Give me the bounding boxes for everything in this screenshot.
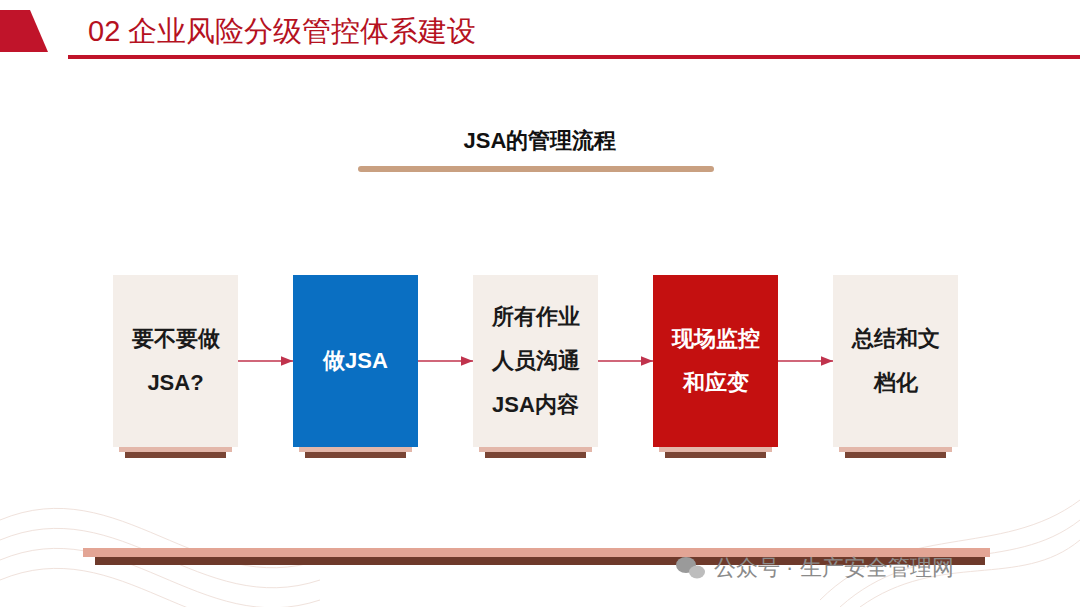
- subtitle-bar: [358, 166, 714, 172]
- header-tab: [0, 10, 48, 52]
- box-text: 要不要做 JSA?: [127, 317, 224, 405]
- process-box: 总结和文 档化: [833, 275, 958, 447]
- box-text: 做JSA: [323, 339, 388, 383]
- box-shadow: [119, 447, 232, 452]
- process-box: 做JSA: [293, 275, 418, 447]
- box-shadow: [299, 447, 412, 452]
- box-shadow-dark: [845, 452, 946, 458]
- process-box: 所有作业 人员沟通 JSA内容: [473, 275, 598, 447]
- box-shadow: [479, 447, 592, 452]
- box-shadow-dark: [305, 452, 406, 458]
- diagram-title: JSA的管理流程: [0, 126, 1080, 156]
- header-rule: [68, 55, 1080, 59]
- box-shadow: [839, 447, 952, 452]
- flow-arrow: [598, 360, 653, 362]
- flow-arrow: [418, 360, 473, 362]
- box-shadow-dark: [665, 452, 766, 458]
- flow-arrow: [778, 360, 833, 362]
- box-text: 所有作业 人员沟通 JSA内容: [487, 295, 584, 427]
- box-text: 现场监控 和应变: [667, 317, 764, 405]
- box-shadow-dark: [125, 452, 226, 458]
- box-shadow-dark: [485, 452, 586, 458]
- watermark: 公众号 · 生产安全管理网: [714, 553, 954, 583]
- box-text: 总结和文 档化: [847, 317, 944, 405]
- wechat-icon: [676, 557, 705, 579]
- slide-heading: 02 企业风险分级管控体系建设: [88, 12, 476, 52]
- process-box: 现场监控 和应变: [653, 275, 778, 447]
- box-shadow: [659, 447, 772, 452]
- flow-arrow: [238, 360, 293, 362]
- wave-texture: [0, 500, 1080, 607]
- process-box: 要不要做 JSA?: [113, 275, 238, 447]
